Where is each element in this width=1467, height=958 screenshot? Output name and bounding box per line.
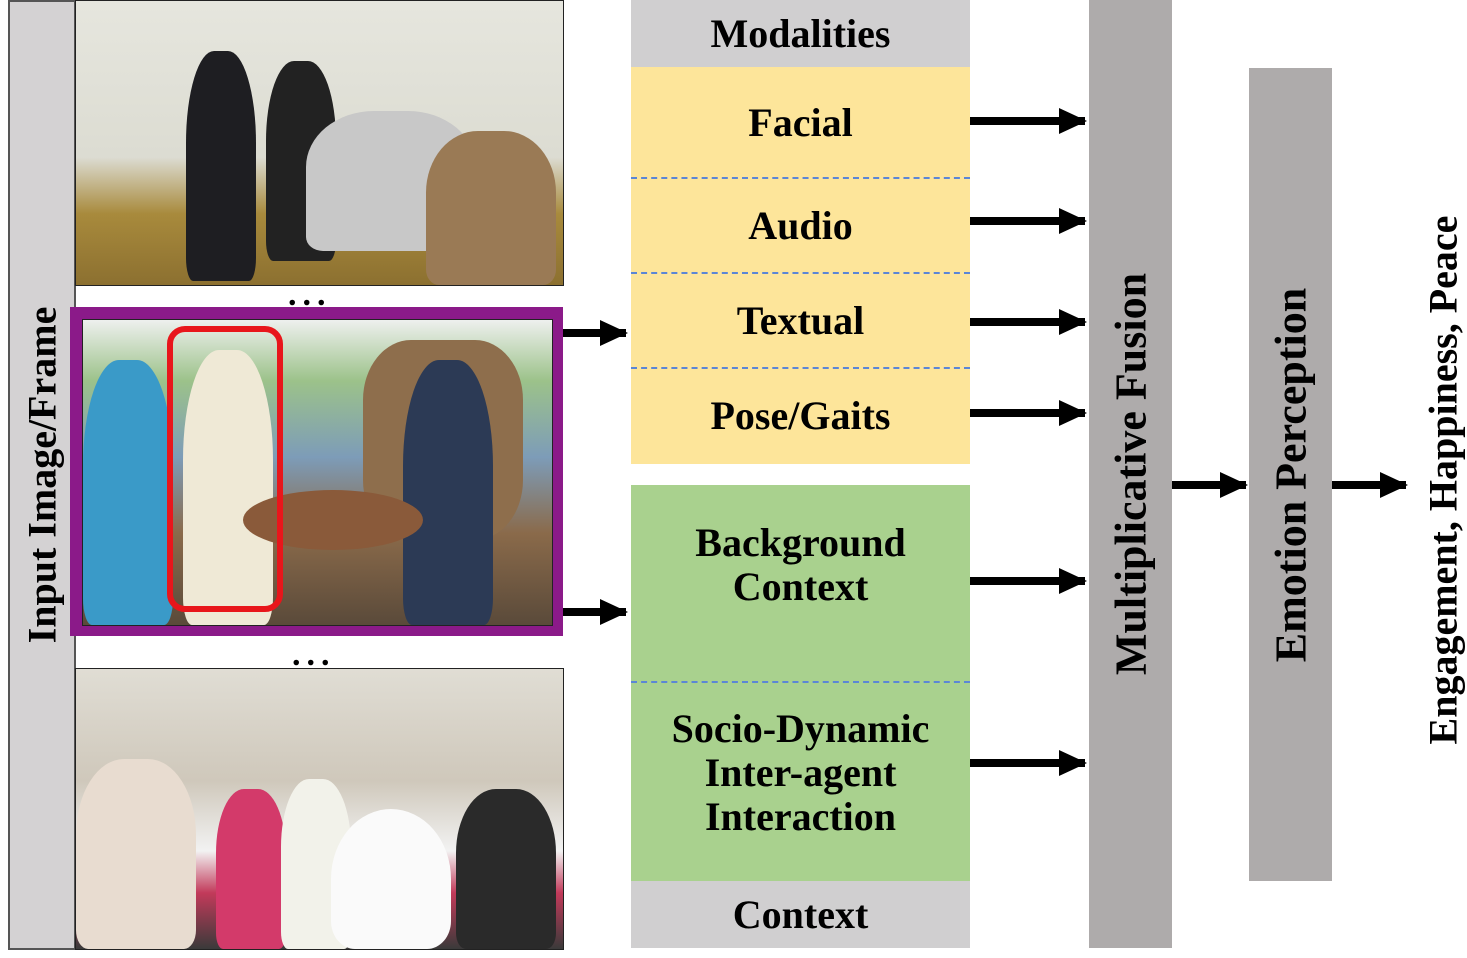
ellipsis-top: ...	[288, 276, 332, 313]
divider	[631, 367, 970, 369]
target-agent-highlight	[167, 326, 283, 612]
arrow-perception-to-output	[1332, 472, 1408, 498]
modality-facial: Facial	[748, 99, 853, 145]
output-emotions: Engagement, Happiness, Peace	[1415, 140, 1467, 820]
arrow-fusion-to-perception	[1172, 472, 1248, 498]
modalities-panel	[631, 67, 970, 464]
fusion-label: Multiplicative Fusion	[1106, 272, 1155, 676]
input-image-winery	[82, 319, 553, 626]
divider	[631, 681, 970, 683]
arrow-socio-to-fusion	[970, 750, 1087, 776]
arrow-pose-to-fusion	[970, 400, 1087, 426]
modalities-header: Modalities	[631, 0, 970, 67]
input-image-classroom	[75, 0, 564, 286]
input-frame-bar: Input Image/Frame	[8, 0, 76, 950]
ellipsis-bottom: ...	[292, 636, 336, 673]
context-footer: Context	[631, 881, 970, 948]
arrow-textual-to-fusion	[970, 309, 1087, 335]
arrow-frame-to-modalities	[563, 320, 628, 346]
modality-pose-gaits: Pose/Gaits	[710, 393, 891, 438]
multiplicative-fusion-block: Multiplicative Fusion	[1089, 0, 1172, 948]
arrow-audio-to-fusion	[970, 208, 1087, 234]
arrow-facial-to-fusion	[970, 108, 1087, 134]
perception-label: Emotion Perception	[1266, 287, 1315, 662]
selected-frame-border	[70, 307, 563, 636]
arrow-background-to-fusion	[970, 568, 1087, 594]
divider	[631, 272, 970, 274]
arrow-frame-to-context	[563, 599, 628, 625]
output-label: Engagement, Happiness, Peace	[1420, 215, 1466, 745]
modality-audio: Audio	[748, 202, 853, 248]
context-panel	[631, 485, 970, 881]
context-socio-dynamic: Socio-Dynamic Inter-agent Interaction	[671, 705, 930, 839]
modality-textual: Textual	[736, 297, 865, 343]
divider	[631, 177, 970, 179]
input-frame-label: Input Image/Frame	[19, 306, 65, 644]
input-image-wedding	[75, 668, 564, 950]
emotion-perception-block: Emotion Perception	[1249, 68, 1332, 881]
context-background: Background Context	[695, 520, 906, 609]
